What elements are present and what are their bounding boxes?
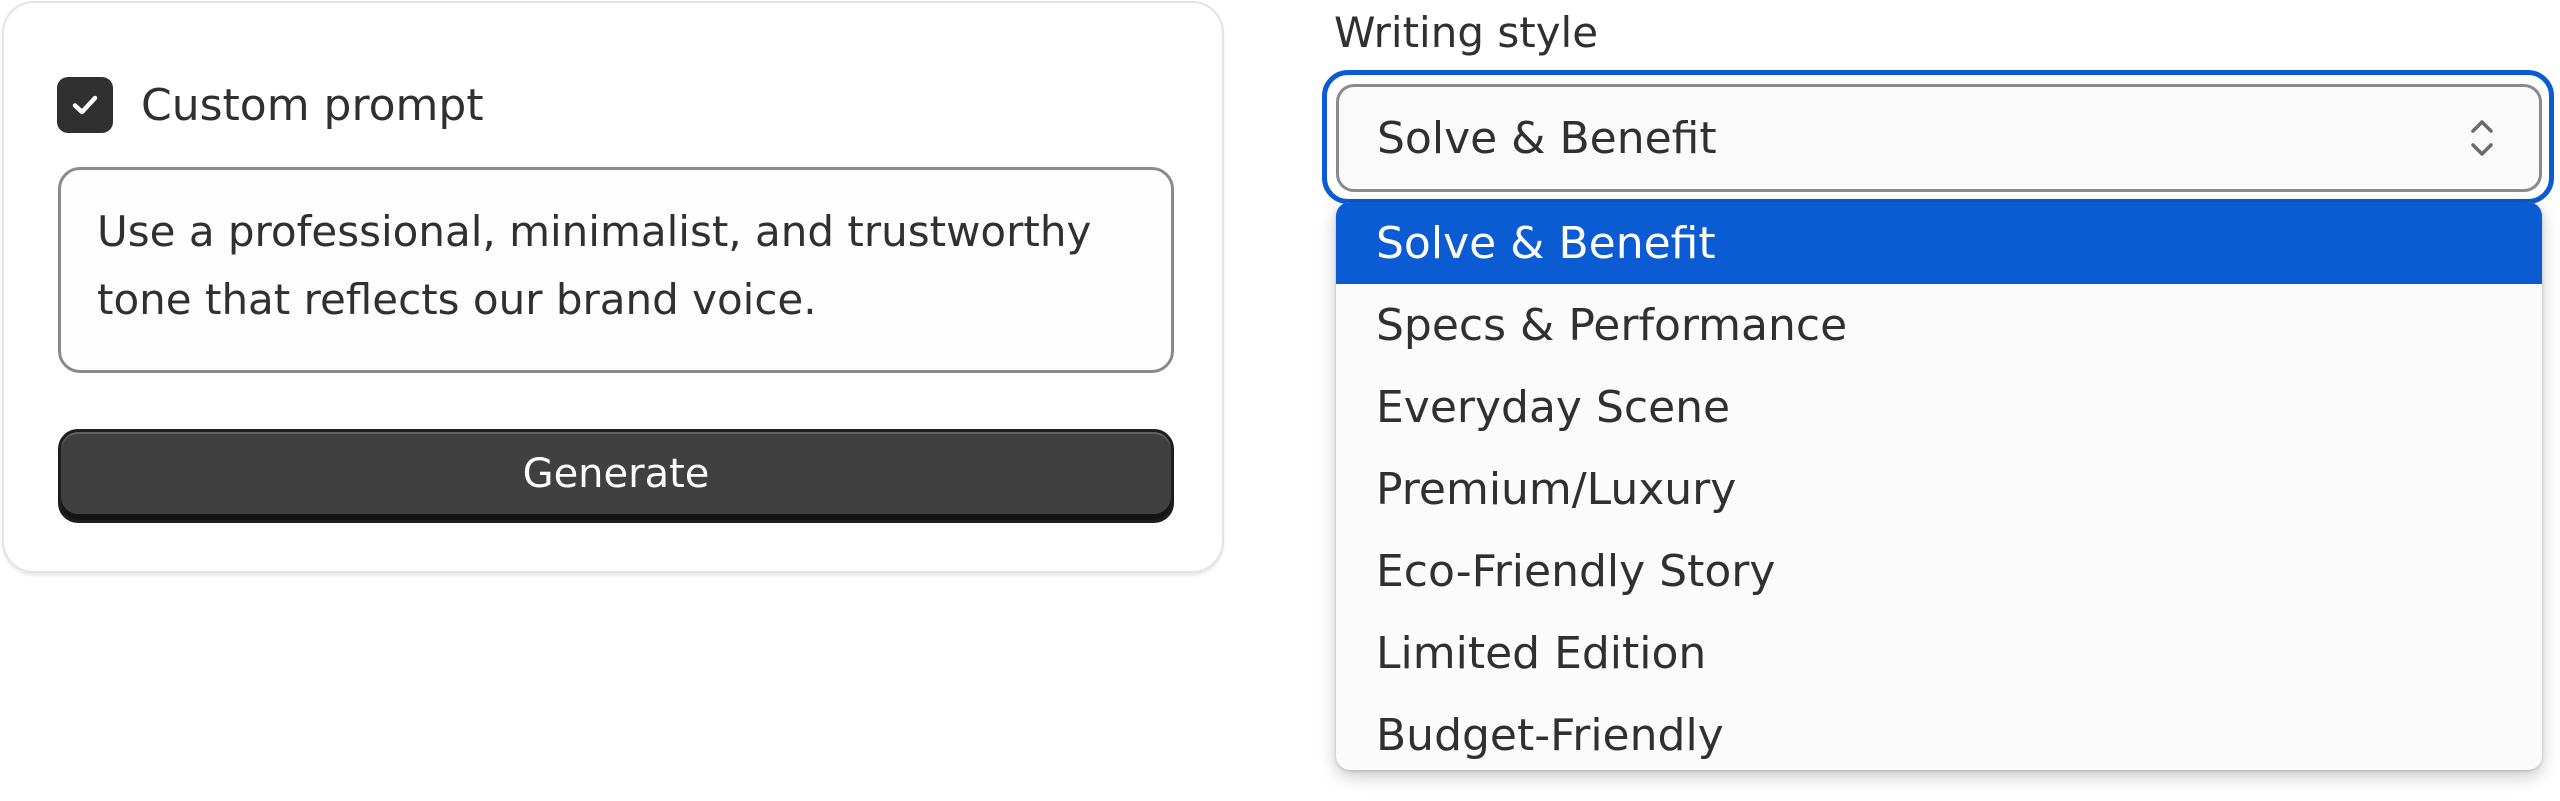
select-focus-ring xyxy=(1322,70,2554,204)
writing-style-selected-value: Solve & Benefit xyxy=(1377,112,1717,164)
dropdown-option-limited-edition[interactable]: Limited Edition xyxy=(1376,627,1707,679)
dropdown-option-premium-luxury[interactable]: Premium/Luxury xyxy=(1376,463,1737,515)
dropdown-option-eco-friendly-story[interactable]: Eco-Friendly Story xyxy=(1376,545,1776,597)
writing-style-label: Writing style xyxy=(1334,8,1599,57)
dropdown-option-budget-friendly[interactable]: Budget-Friendly xyxy=(1376,709,1724,761)
writing-style-dropdown-list: Solve & Benefit Specs & Performance Ever… xyxy=(1336,202,2542,770)
generate-button-label: Generate xyxy=(522,451,710,497)
custom-prompt-card: Custom prompt Use a professional, minima… xyxy=(2,1,1224,573)
dropdown-option-everyday-scene[interactable]: Everyday Scene xyxy=(1376,381,1731,433)
checkmark-icon xyxy=(72,95,98,115)
custom-prompt-label: Custom prompt xyxy=(141,79,484,131)
generate-button[interactable]: Generate xyxy=(58,429,1174,523)
custom-prompt-checkbox[interactable] xyxy=(57,77,113,133)
custom-prompt-checkbox-row[interactable]: Custom prompt xyxy=(57,77,484,133)
custom-prompt-textarea[interactable]: Use a professional, minimalist, and trus… xyxy=(58,167,1174,373)
chevron-up-down-icon xyxy=(2471,120,2493,156)
dropdown-option-solve-benefit[interactable]: Solve & Benefit xyxy=(1336,202,2542,284)
dropdown-option-specs-performance[interactable]: Specs & Performance xyxy=(1376,299,1848,351)
writing-style-select[interactable]: Solve & Benefit xyxy=(1336,84,2542,192)
